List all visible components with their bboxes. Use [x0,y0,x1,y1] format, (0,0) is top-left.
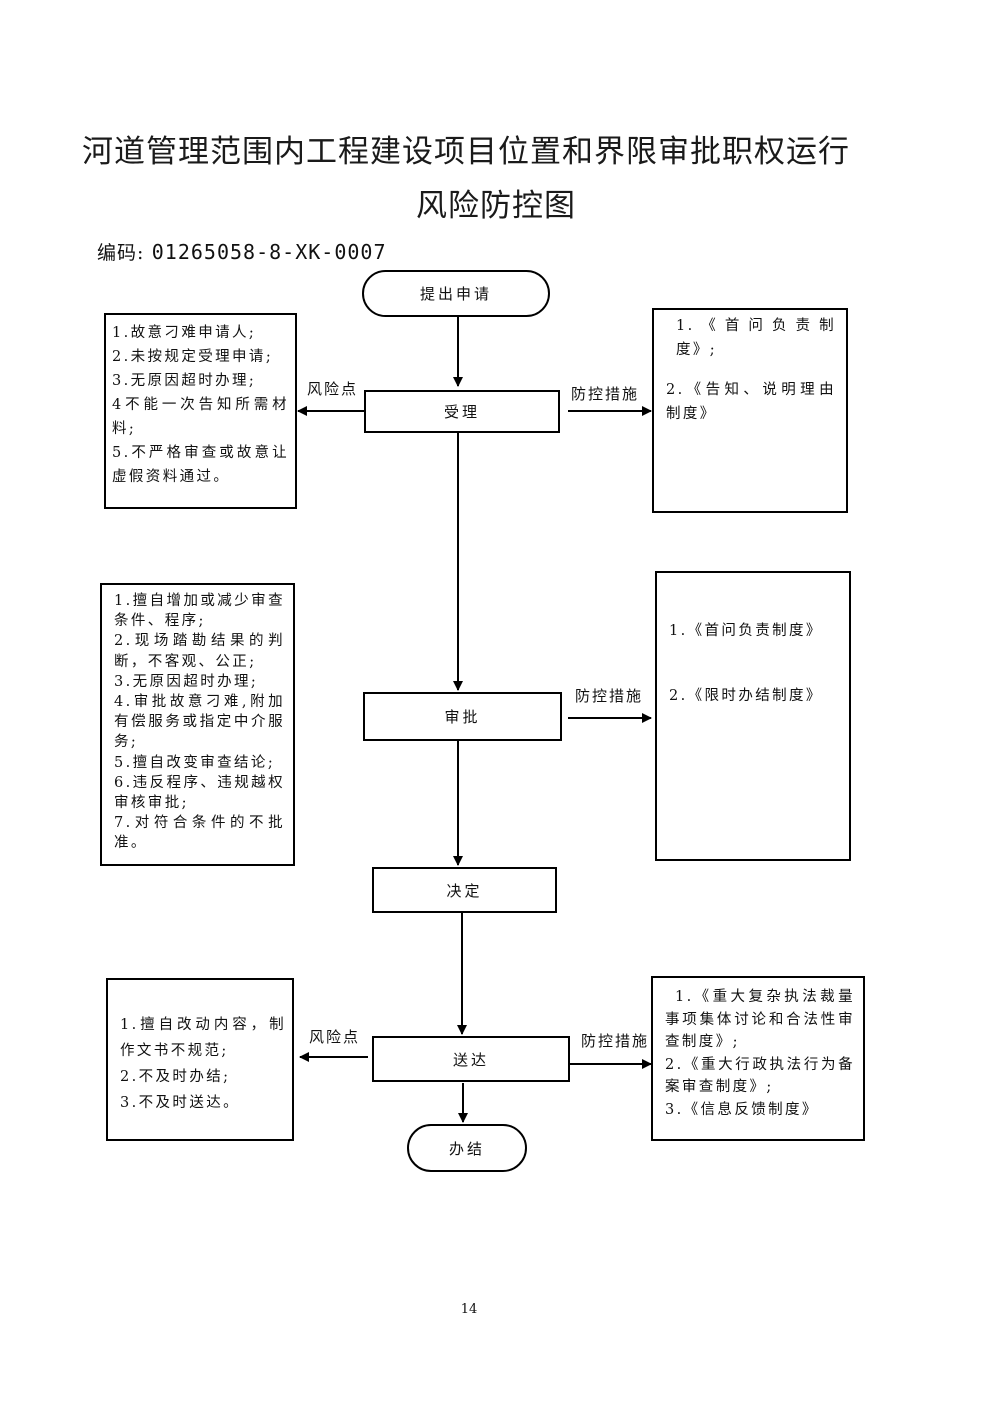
document-title-line1: 河道管理范围内工程建设项目位置和界限审批职权运行 [82,134,850,170]
risk-item: 7.对符合条件的不批准。 [114,815,285,852]
step-label: 送达 [452,1050,489,1069]
risk-label: 风险点 [307,380,359,398]
control-box-deliver: 1.《重大复杂执法裁量事项集体讨论和合法性审查制度》; 2.《重大行政执法行为备… [651,976,865,1141]
risk-item: 1.擅自增加或减少审查条件、程序; [114,593,285,630]
control-label: 防控措施 [575,687,644,705]
risk-item: 3.无原因超时办理; [112,373,257,389]
code-label: 编码: [97,242,145,264]
control-item: 2.《限时办结制度》 [669,688,823,704]
risk-label: 风险点 [309,1028,361,1046]
control-item: 2.《告知、说明理由制度》 [666,382,836,422]
control-item: 3.《信息反馈制度》 [665,1101,819,1118]
control-item: 2.《重大行政执法行为备案审查制度》; [665,1056,855,1096]
control-item: 1.《首问负责制度》; [676,318,836,358]
flow-step-accept: 受理 [364,390,560,433]
risk-box-deliver: 1.擅自改动内容，制作文书不规范; 2.不及时办结; 3.不及时送达。 [106,978,294,1141]
control-item: 1.《首问负责制度》 [669,623,823,639]
page-number: 14 [460,1302,478,1317]
control-box-accept: 1.《首问负责制度》; 2.《告知、说明理由制度》 [652,308,848,513]
document-title-line2: 风险防控图 [416,188,576,224]
flow-step-decide: 决定 [372,867,557,913]
risk-item: 5.擅自改变审查结论; [114,754,276,771]
end-label: 办结 [448,1139,485,1158]
control-label: 防控措施 [571,385,640,403]
start-label: 提出申请 [419,285,492,303]
step-label: 审批 [444,708,481,726]
control-box-approve: 1.《首问负责制度》 2.《限时办结制度》 [655,571,851,861]
risk-box-accept: 1.故意刁难申请人; 2.未按规定受理申请; 3.无原因超时办理; 4不能一次告… [104,313,297,509]
risk-box-approve: 1.擅自增加或减少审查条件、程序; 2.现场踏勘结果的判断，不客观、公正; 3.… [100,583,295,866]
risk-item: 4.审批故意刁难,附加有偿服务或指定中介服务; [114,694,285,751]
step-label: 决定 [446,881,483,900]
risk-item: 5.不严格审查或故意让虚假资料通过。 [112,445,289,485]
document-code: 编码: 01265058-8-XK-0007 [97,238,387,265]
risk-item: 2.现场踏勘结果的判断，不客观、公正; [114,633,285,670]
flow-step-deliver: 送达 [372,1036,570,1082]
risk-item: 2.未按规定受理申请; [112,349,274,365]
risk-item: 6.违反程序、违规越权审核审批; [114,774,285,812]
code-value: 01265058-8-XK-0007 [151,240,387,264]
flow-start-node: 提出申请 [362,270,550,317]
step-label: 受理 [443,403,480,421]
risk-item: 3.无原因超时办理; [114,673,259,690]
control-label: 防控措施 [581,1032,650,1050]
risk-item: 1.擅自改动内容，制作文书不规范; [120,1017,286,1059]
risk-item: 1.故意刁难申请人; [112,325,257,341]
flow-end-node: 办结 [407,1124,527,1172]
risk-item: 3.不及时送达。 [120,1095,241,1111]
risk-item: 4不能一次告知所需材料; [112,397,289,437]
control-item: 1.《重大复杂执法裁量事项集体讨论和合法性审查制度》; [665,989,855,1050]
flow-step-approve: 审批 [363,692,562,741]
risk-item: 2.不及时办结; [120,1069,231,1085]
